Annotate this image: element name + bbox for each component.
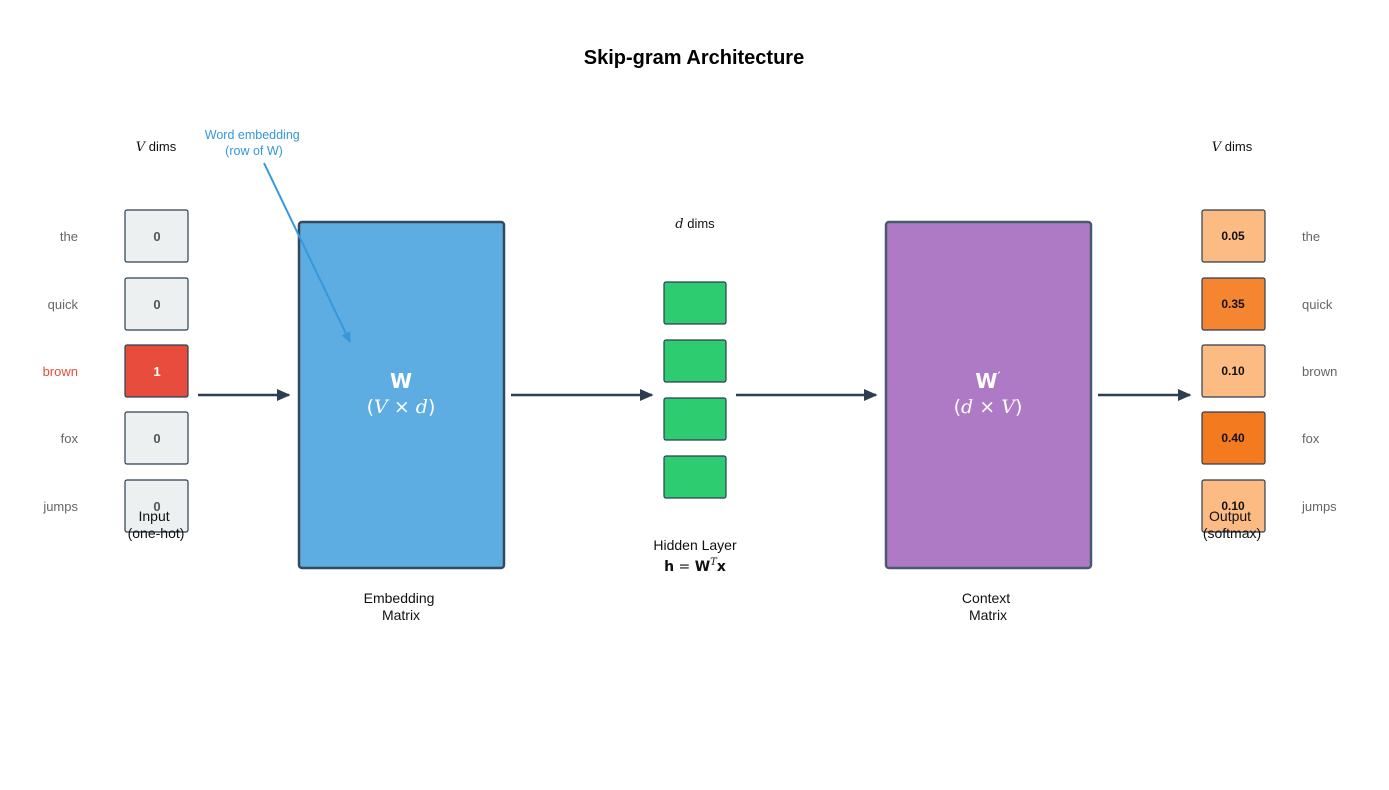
input-dims-label: V dims bbox=[136, 139, 177, 155]
output-word-label: jumps bbox=[1301, 499, 1337, 514]
output-dims-label: V dims bbox=[1212, 139, 1253, 155]
input-caption: Input (one-hot) bbox=[128, 508, 185, 541]
hidden-layer-formula: h = WTx bbox=[664, 557, 726, 575]
output-cell-value: 0.35 bbox=[1221, 297, 1245, 311]
input-word-label: brown bbox=[43, 364, 78, 379]
hidden-unit bbox=[663, 455, 727, 499]
embedding-matrix-dims: (V × d) bbox=[367, 396, 436, 418]
output-cell-value: 0.05 bbox=[1221, 229, 1245, 243]
word-embedding-annotation: Word embedding (row of W) bbox=[205, 128, 303, 158]
output-cell bbox=[1201, 277, 1266, 331]
output-word-label: the bbox=[1302, 229, 1320, 244]
input-cell bbox=[124, 277, 189, 331]
output-vector: 0.05 the 0.35 quick 0.10 brown 0.40 fox 0.10 jump… bbox=[1201, 209, 1337, 533]
output-caption: Output (softmax) bbox=[1203, 508, 1261, 541]
context-matrix-caption: Context Matrix bbox=[962, 590, 1014, 623]
output-cell-value: 0.10 bbox=[1221, 499, 1245, 513]
input-cell-value: 0 bbox=[153, 431, 160, 446]
output-word-label: quick bbox=[1302, 297, 1333, 312]
context-matrix-symbol: W′ bbox=[975, 369, 1000, 393]
input-cell bbox=[124, 479, 189, 533]
input-word-label: fox bbox=[61, 431, 79, 446]
output-cell bbox=[1201, 209, 1266, 263]
hidden-dims-label: d dims bbox=[675, 216, 715, 232]
hidden-unit bbox=[663, 397, 727, 441]
output-word-label: fox bbox=[1302, 431, 1320, 446]
input-cell-value: 0 bbox=[153, 499, 160, 514]
embedding-matrix-caption: Embedding Matrix bbox=[364, 590, 439, 623]
input-cell bbox=[124, 344, 189, 398]
input-cell-value: 1 bbox=[153, 364, 160, 379]
hidden-unit bbox=[663, 281, 727, 325]
embedding-matrix-box bbox=[297, 220, 506, 570]
output-word-label: brown bbox=[1302, 364, 1337, 379]
input-vector: 0 the 0 quick 1 brown 0 fox 0 jumps bbox=[42, 209, 189, 533]
output-cell bbox=[1201, 479, 1266, 533]
input-word-label: jumps bbox=[42, 499, 78, 514]
diagram-title: Skip-gram Architecture bbox=[584, 47, 804, 69]
input-word-label: quick bbox=[48, 297, 79, 312]
hidden-unit bbox=[663, 339, 727, 383]
embedding-matrix-symbol: W bbox=[390, 369, 412, 393]
input-cell-value: 0 bbox=[153, 297, 160, 312]
input-cell bbox=[124, 411, 189, 465]
context-matrix-box bbox=[884, 220, 1093, 570]
hidden-layer-caption: Hidden Layer bbox=[653, 537, 737, 553]
annotation-arrow bbox=[263, 162, 351, 344]
input-word-label: the bbox=[60, 229, 78, 244]
output-cell-value: 0.10 bbox=[1221, 364, 1245, 378]
input-cell bbox=[124, 209, 189, 263]
output-cell bbox=[1201, 411, 1266, 465]
output-cell-value: 0.40 bbox=[1221, 431, 1245, 445]
hidden-layer-vector bbox=[663, 281, 727, 499]
input-cell-value: 0 bbox=[153, 229, 160, 244]
context-matrix-dims: (d × V) bbox=[954, 396, 1023, 418]
output-cell bbox=[1201, 344, 1266, 398]
